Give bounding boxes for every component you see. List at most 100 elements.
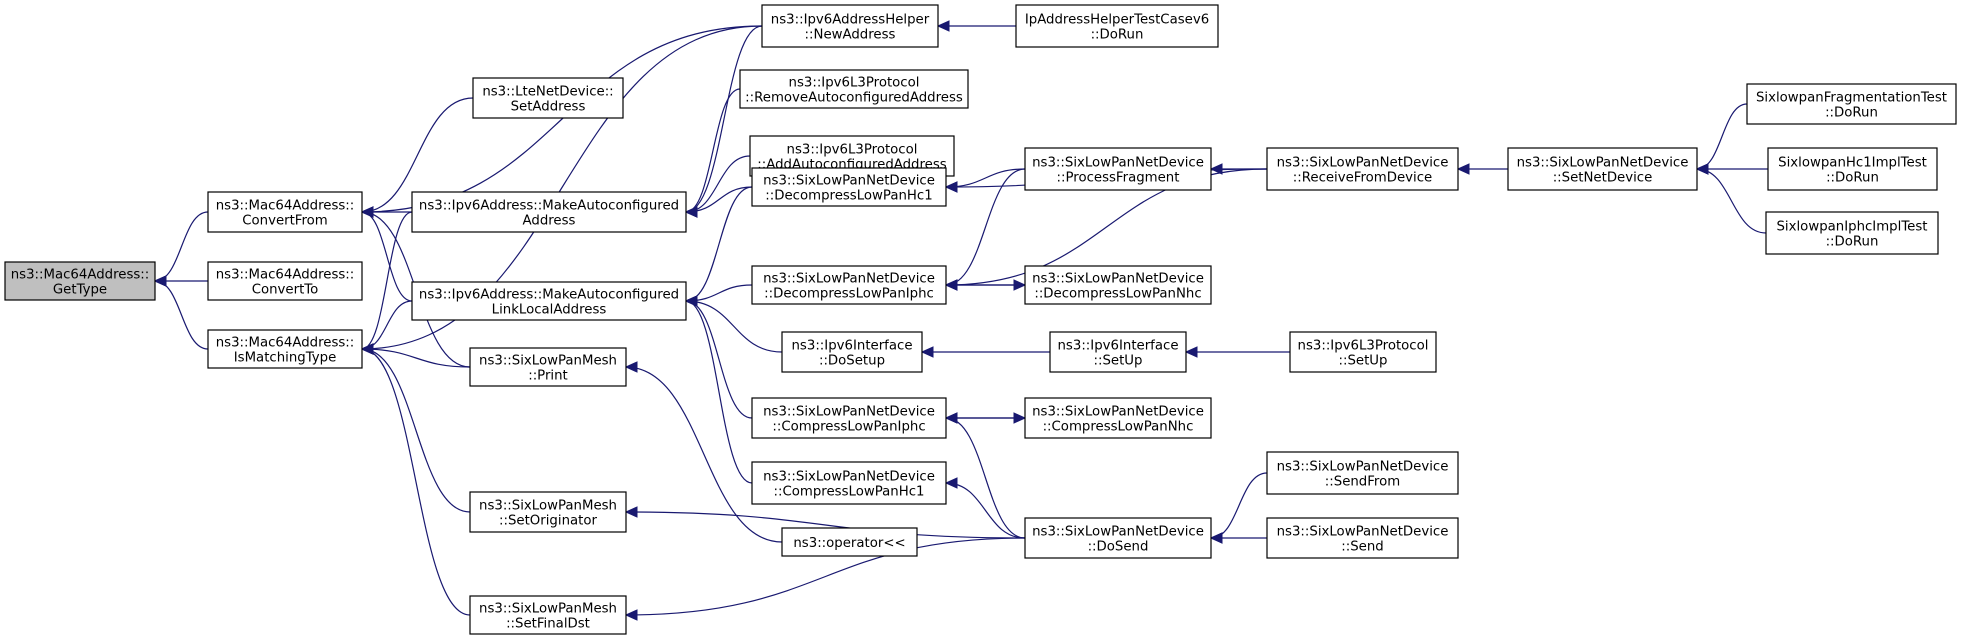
node-box [781,331,923,373]
node-ns3-sixlowpannetdevice-send[interactable]: ns3::SixLowPanNetDevice::Send [1266,517,1459,559]
node-label: ::DecompressLowPanHc1 [765,189,932,204]
node-ns3-sixlowpannetdevice-compresslowpanhc1[interactable]: ns3::SixLowPanNetDevice::CompressLowPanH… [751,461,947,505]
node-ns3-mac64address-gettype[interactable]: ns3::Mac64Address::GetType [4,261,156,301]
node-sixlowpanfragmentationtest-dorun[interactable]: SixlowpanFragmentationTest::DoRun [1746,83,1957,125]
edge-n7-to-n9 [685,88,741,213]
node-sixlowpaniphcimpltest-dorun[interactable]: SixlowpanIphcImplTest::DoRun [1765,211,1939,255]
node-ns3-mac64address-convertfrom[interactable]: ns3::Mac64Address::ConvertFrom [207,191,363,233]
node-label: ns3::SixLowPanMesh [479,354,617,369]
node-box [1746,83,1957,125]
node-ns3-sixlowpanmesh-setfinaldst[interactable]: ns3::SixLowPanMesh::SetFinalDst [469,595,627,635]
edge-n26-to-n17 [685,300,753,484]
edge-n30-to-n26 [945,482,1026,539]
node-box [472,77,624,119]
node-ns3-sixlowpannetdevice-setnetdevice[interactable]: ns3::SixLowPanNetDevice::SetNetDevice [1507,147,1698,191]
node-label: GetType [53,283,107,298]
node-label: ns3::Ipv6Interface [1058,339,1179,354]
node-label: ns3::operator<< [793,536,905,551]
node-box [1765,211,1939,255]
node-box [1507,147,1698,191]
edge-n23-to-n3 [361,348,471,368]
node-label: ns3::SixLowPanNetDevice [1032,272,1204,287]
node-label: ::DoSetup [819,354,885,369]
node-label: ns3::SixLowPanNetDevice [1277,156,1449,171]
node-ns3-sixlowpannetdevice-receivefromdevice[interactable]: ns3::SixLowPanNetDevice::ReceiveFromDevi… [1266,147,1459,191]
node-label: LinkLocalAddress [492,303,607,318]
node-ipaddresshelpertestcasev6-dorun[interactable]: IpAddressHelperTestCasev6::DoRun [1015,4,1219,48]
node-label: ConvertTo [252,283,319,298]
node-ns3-ipv6address-makeautoconfigured-address[interactable]: ns3::Ipv6Address::MakeAutoconfiguredAddr… [411,191,687,233]
node-ns3-sixlowpannetdevice-processfragment[interactable]: ns3::SixLowPanNetDevice::ProcessFragment [1024,147,1212,191]
node-ns3-sixlowpannetdevice-dosend[interactable]: ns3::SixLowPanNetDevice::DoSend [1024,517,1212,559]
edge-n4-to-n9 [685,25,763,213]
arrowhead-icon [360,206,374,218]
node-box [411,191,687,233]
node-label: ::DoRun [1826,171,1879,186]
node-label: ::DoRun [1825,106,1878,121]
node-label: ns3::Mac64Address:: [216,199,355,214]
node-label: SixlowpanHc1ImplTest [1778,156,1927,171]
node-sixlowpanhc1impltest-dorun[interactable]: SixlowpanHc1ImplTest::DoRun [1767,147,1938,191]
node-label: ns3::SixLowPanNetDevice [1277,525,1449,540]
node-box [1767,147,1938,191]
edge-n14-to-n13 [1696,103,1748,170]
edge-n16-to-n13 [1696,168,1767,234]
node-ns3-mac64address-ismatchingtype[interactable]: ns3::Mac64Address::IsMatchingType [207,329,363,369]
node-label: ns3::SixLowPanNetDevice [1032,525,1204,540]
node-ns3-sixlowpannetdevice-decompresslowpanhc1[interactable]: ns3::SixLowPanNetDevice::DecompressLowPa… [751,167,947,207]
node-ns3-sixlowpannetdevice-decompresslowpannhc[interactable]: ns3::SixLowPanNetDevice::DecompressLowPa… [1024,265,1212,305]
node-ns3-sixlowpannetdevice-sendfrom[interactable]: ns3::SixLowPanNetDevice::SendFrom [1266,451,1459,495]
edge-n8-to-n9 [685,155,751,213]
node-label: ns3::SixLowPanMesh [479,602,617,617]
node-ns3-ipv6l3protocol-removeautoconfiguredaddress[interactable]: ns3::Ipv6L3Protocol::RemoveAutoconfigure… [739,69,969,109]
node-ns3-mac64address-convertto[interactable]: ns3::Mac64Address::ConvertTo [207,261,363,301]
edge-n30-to-n32 [625,537,1026,616]
edge-n24-to-n17 [685,300,753,419]
node-ns3-ipv6address-makeautoconfigured-linklocaladdress[interactable]: ns3::Ipv6Address::MakeAutoconfiguredLink… [411,281,687,321]
node-ns3-sixlowpannetdevice-compresslowpaniphc[interactable]: ns3::SixLowPanNetDevice::CompressLowPanI… [751,397,947,439]
node-label: SetAddress [511,100,586,115]
node-label: ::SetOriginator [499,514,597,529]
node-box [4,261,156,301]
node-ns3-ipv6addresshelper-newaddress[interactable]: ns3::Ipv6AddressHelper::NewAddress [761,4,939,48]
node-box [1015,4,1219,48]
node-ns3-ipv6interface-dosetup[interactable]: ns3::Ipv6Interface::DoSetup [781,331,923,373]
edge-n3-to-n0 [154,280,209,350]
node-box [469,595,627,635]
node-ns3-ipv6interface-setup[interactable]: ns3::Ipv6Interface::SetUp [1049,331,1187,373]
edge-n1-to-n0 [154,211,209,282]
node-label: ns3::Mac64Address:: [11,268,150,283]
node-label: ::CompressLowPanHc1 [774,485,925,500]
arrowhead-icon [1013,412,1027,424]
edge-n17-to-n3 [361,300,413,350]
node-label: ::CompressLowPanIphc [772,420,925,435]
node-box [751,461,947,505]
node-label: ns3::SixLowPanNetDevice [1277,460,1449,475]
node-box [751,397,947,439]
node-label: ns3::SixLowPanNetDevice [1032,156,1204,171]
node-ns3-ipv6l3protocol-setup[interactable]: ns3::Ipv6L3Protocol::SetUp [1289,331,1437,373]
node-ns3-sixlowpanmesh-print[interactable]: ns3::SixLowPanMesh::Print [469,347,627,387]
node-box [751,265,947,305]
node-label: ns3::SixLowPanNetDevice [1032,405,1204,420]
edge-n28-to-n3 [361,348,471,513]
edge-n20-to-n17 [685,300,783,353]
node-label: ::DecompressLowPanIphc [764,287,934,302]
node-ns3-sixlowpannetdevice-decompresslowpaniphc[interactable]: ns3::SixLowPanNetDevice::DecompressLowPa… [751,265,947,305]
edge-n32-to-n3 [361,348,471,616]
node-ns3-sixlowpannetdevice-compresslowpannhc[interactable]: ns3::SixLowPanNetDevice::CompressLowPanN… [1024,397,1212,439]
arrowhead-icon [1695,163,1709,175]
node-box [1024,517,1212,559]
node-ns3-operator[interactable]: ns3::operator<< [781,527,918,557]
node-label: ::SendFrom [1325,475,1400,490]
node-label: ns3::SixLowPanNetDevice [763,272,935,287]
node-label: ns3::SixLowPanNetDevice [763,174,935,189]
arrowhead-icon [624,506,638,518]
node-box [751,167,947,207]
node-label: ns3::SixLowPanNetDevice [763,470,935,485]
node-label: ::SetUp [1339,354,1388,369]
node-label: SixlowpanIphcImplTest [1776,220,1927,235]
node-label: IsMatchingType [234,351,337,366]
node-ns3-ltenetdevice-setaddress[interactable]: ns3::LteNetDevice::SetAddress [472,77,624,119]
node-ns3-sixlowpanmesh-setoriginator[interactable]: ns3::SixLowPanMesh::SetOriginator [469,491,627,533]
